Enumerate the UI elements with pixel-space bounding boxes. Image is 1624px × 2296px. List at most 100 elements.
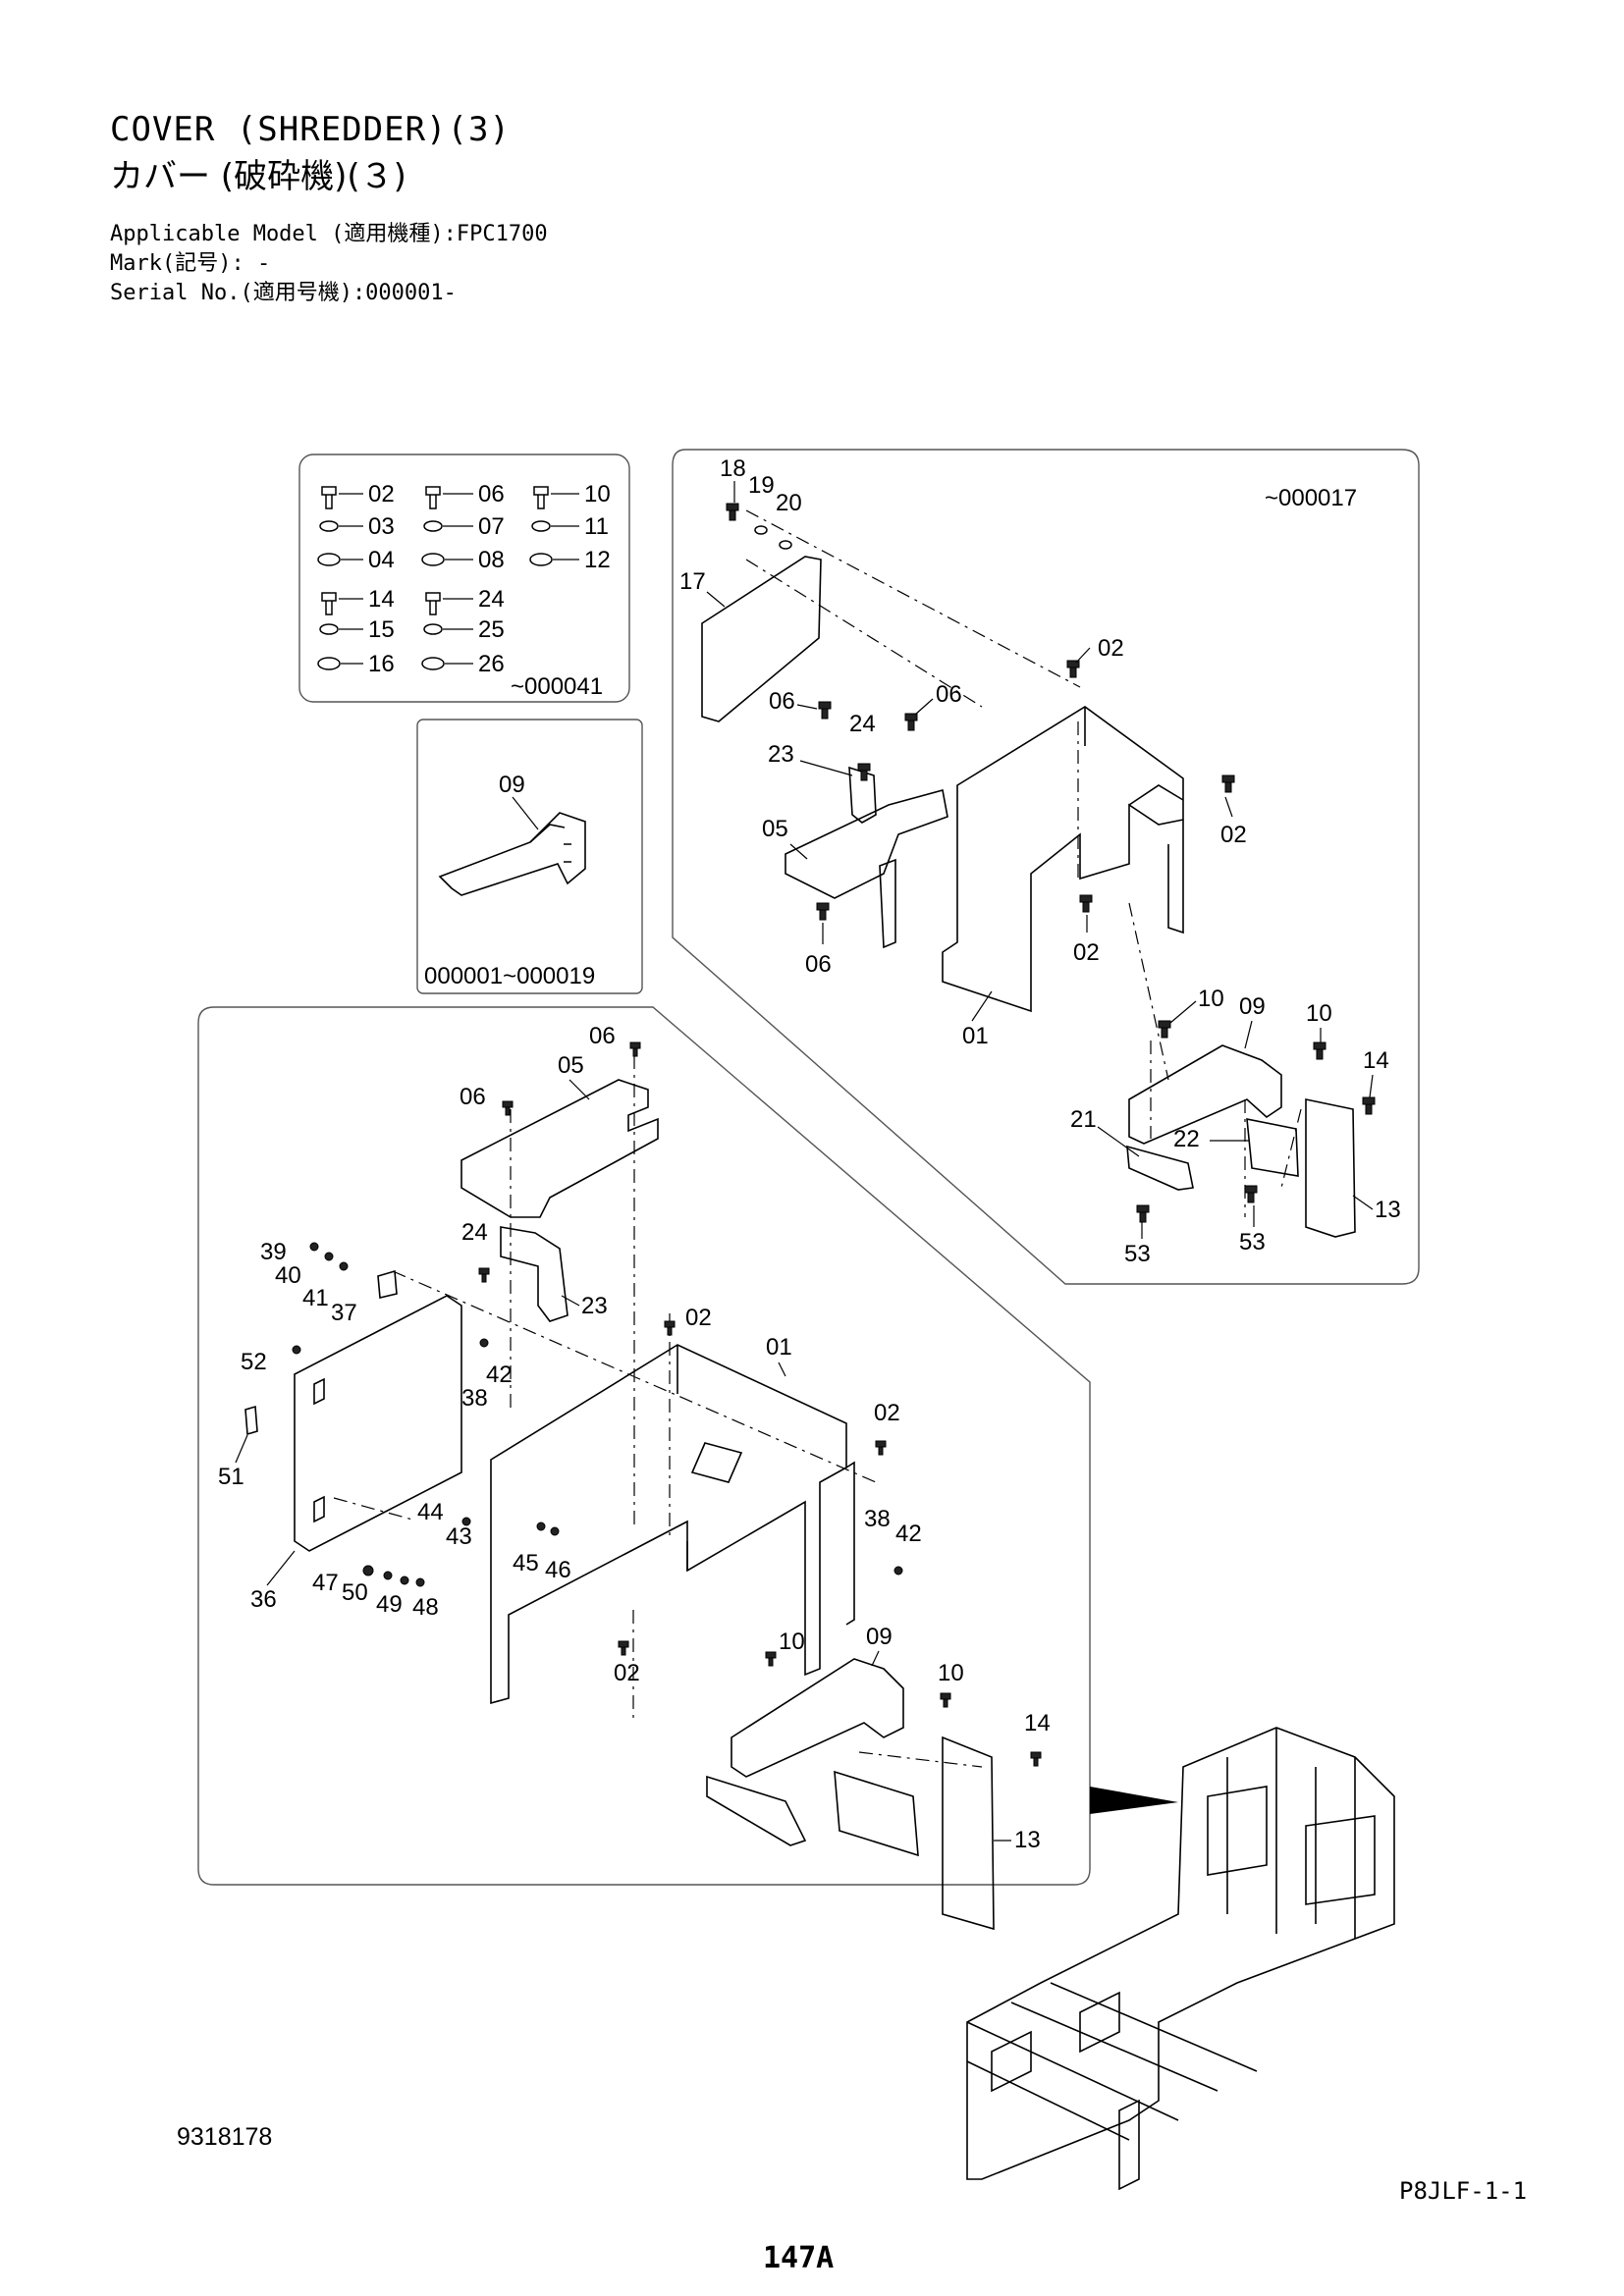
bolt-icon (478, 1267, 490, 1283)
upper-inset-frame (672, 449, 1420, 1285)
main-inset-frame (197, 1006, 1091, 1886)
bolt-icon (940, 1692, 951, 1708)
spring-washer-icon (423, 520, 443, 532)
upper-inset: ~000017 18 19 20 (672, 449, 1420, 1285)
callout: 14 (1363, 1047, 1389, 1074)
hardware-inset-serial: ~000041 (511, 673, 603, 700)
callout: 01 (962, 1023, 989, 1049)
callout: 02 (1220, 822, 1247, 848)
callout: 23 (768, 741, 794, 768)
callout: 21 (1070, 1106, 1097, 1133)
hardware-inset-frame (298, 454, 630, 703)
legend-label: 02 (368, 481, 395, 507)
handle-51-shape (244, 1405, 258, 1436)
callout: 02 (1073, 939, 1100, 966)
callout: 13 (1014, 1827, 1041, 1853)
mark: Mark(記号): - (110, 251, 271, 276)
callout: 02 (1098, 635, 1124, 662)
callout: 05 (558, 1052, 584, 1079)
bracket-09-upper-shape (1128, 1044, 1282, 1145)
legend-label: 03 (368, 513, 395, 540)
callout: 23 (581, 1293, 608, 1319)
callout: 10 (1198, 986, 1224, 1012)
bracket-inset: 09 000001~000019 (416, 719, 643, 994)
bolt-icon (1313, 1041, 1326, 1060)
spring-washer-icon (531, 520, 551, 532)
bolt-icon (502, 1100, 514, 1116)
bracket-23-upper-shape (848, 766, 877, 824)
callout: 36 (250, 1586, 277, 1613)
bracket-37-shape (377, 1269, 398, 1299)
washer-icon (383, 1571, 393, 1580)
callout: 10 (1306, 1000, 1332, 1027)
callout: 10 (938, 1660, 964, 1686)
callout: 42 (486, 1362, 513, 1388)
callout: 43 (446, 1523, 472, 1550)
callout: 06 (460, 1084, 486, 1110)
legend-label: 16 (368, 651, 395, 677)
callout: 06 (936, 681, 962, 708)
bolt-icon (1244, 1185, 1258, 1203)
flat-washer-icon (421, 657, 445, 670)
callout: 19 (748, 472, 775, 499)
plate-05-shape (460, 1079, 659, 1218)
callout: 05 (762, 816, 788, 842)
callout: 49 (376, 1591, 403, 1618)
callout: 20 (776, 490, 802, 516)
washer-icon (292, 1345, 301, 1355)
hardware-legend-inset: 02 03 04 06 07 08 10 11 12 14 15 (298, 454, 630, 703)
bolt-icon (857, 763, 871, 781)
callout: 22 (1173, 1126, 1200, 1152)
bolt-icon (425, 486, 441, 509)
bracket-23-shape (500, 1226, 568, 1322)
bolt-icon (425, 592, 441, 615)
callout: 41 (302, 1285, 329, 1311)
page-number: 147A (763, 2241, 835, 2275)
bolt-icon (875, 1440, 887, 1456)
callout: 38 (461, 1385, 488, 1412)
callout: 46 (545, 1557, 571, 1583)
washer-icon (536, 1522, 546, 1531)
callout: 13 (1375, 1197, 1401, 1223)
washer-icon (779, 540, 792, 550)
bolt-icon (1066, 660, 1080, 678)
legend-label: 26 (478, 651, 505, 677)
callout: 42 (895, 1521, 922, 1547)
washer-icon (339, 1261, 349, 1271)
bolt-icon (321, 592, 337, 615)
washer-icon (309, 1242, 319, 1252)
callout: 10 (779, 1629, 805, 1655)
legend-label: 04 (368, 547, 395, 573)
legend-label: 14 (368, 586, 395, 613)
callout: 47 (312, 1570, 339, 1596)
callout: 53 (1124, 1241, 1151, 1267)
callout: 44 (417, 1499, 444, 1525)
bolt-icon (1079, 894, 1093, 913)
legend-label: 15 (368, 616, 395, 643)
location-arrow (1090, 1787, 1178, 1814)
callout: 09 (499, 772, 525, 798)
callout: 06 (805, 951, 832, 978)
callout: 45 (513, 1550, 539, 1576)
callout: 01 (766, 1334, 792, 1361)
legend-label: 06 (478, 481, 505, 507)
bolt-icon (664, 1320, 676, 1336)
callout: 48 (412, 1594, 439, 1621)
legend-label: 10 (584, 481, 611, 507)
serial-number: Serial No.(適用号機):000001- (110, 281, 457, 305)
legend-label: 11 (584, 513, 609, 540)
bolt-icon (1362, 1096, 1376, 1115)
callout: 09 (1239, 993, 1266, 1020)
washer-icon (754, 525, 768, 535)
upper-inset-serial: ~000017 (1265, 485, 1357, 511)
flat-washer-icon (421, 553, 445, 566)
bolt-icon (1221, 774, 1235, 793)
bracket-inset-frame (416, 719, 643, 994)
legend-label: 07 (478, 513, 505, 540)
callout: 06 (589, 1023, 616, 1049)
panel-17-shape (701, 556, 822, 722)
bracket-inset-serial: 000001~000019 (424, 963, 595, 989)
callout: 53 (1239, 1229, 1266, 1255)
bolt-icon (818, 701, 832, 720)
